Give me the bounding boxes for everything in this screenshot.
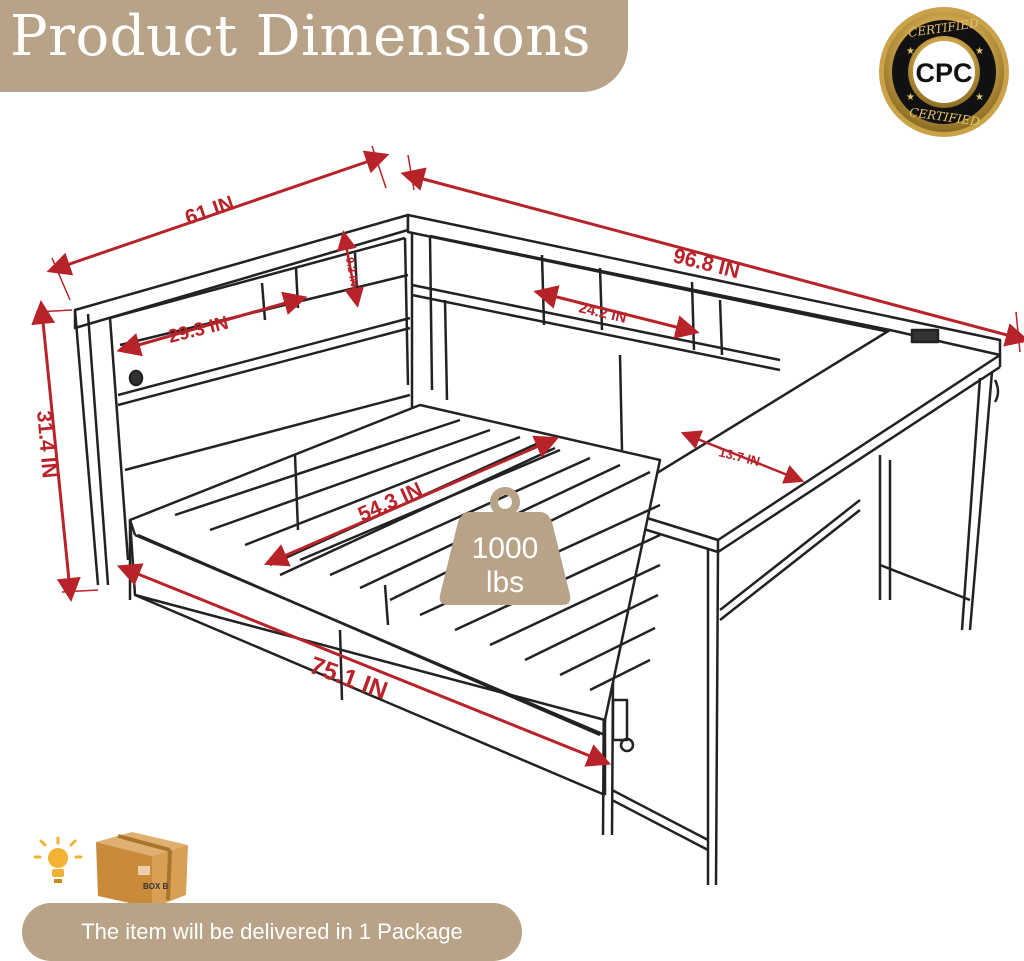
weight-value: 1000 [472,532,539,565]
box-label: BOX B [143,882,169,891]
arrow-width-left [46,150,390,276]
title-banner: Product Dimensions [0,0,628,92]
svg-text:★: ★ [975,46,984,57]
bed-platform [128,403,662,797]
arrow-slat-span [263,435,560,567]
label-shelf-height: 9.2 IN [343,256,360,287]
arrow-shelf-left [116,291,308,357]
arrow-bed-length [116,563,612,767]
package-box-icon: BOX B [96,832,188,908]
package-info-banner: The item will be delivered in 1 Package [22,903,522,961]
label-width-left: 61 IN [182,192,237,230]
arrow-shelf-right [533,285,700,339]
cpc-certified-seal: CPC CERTIFIED CERTIFIED ★ ★ ★ ★ [879,7,1009,137]
page-title: Product Dimensions [10,4,592,69]
label-height: 31.4 IN [32,410,61,479]
light-bulb-icon [33,836,83,883]
weight-capacity-badge: 1000 lbs [439,487,571,605]
arrow-desk-depth [680,430,805,484]
weight-unit: lbs [486,566,524,599]
dimension-lines [31,145,1024,767]
side-desk [601,328,1002,886]
arrow-shelf-height [337,230,364,308]
package-info-text: The item will be delivered in 1 Package [81,919,463,944]
svg-text:★: ★ [906,46,915,57]
arrow-length-top [400,167,1024,347]
label-shelf-left: 29.3 IN [166,313,231,348]
seal-label: CPC [915,58,972,88]
svg-text:★: ★ [975,92,984,103]
svg-text:★: ★ [906,92,915,103]
arrow-height [31,300,81,602]
